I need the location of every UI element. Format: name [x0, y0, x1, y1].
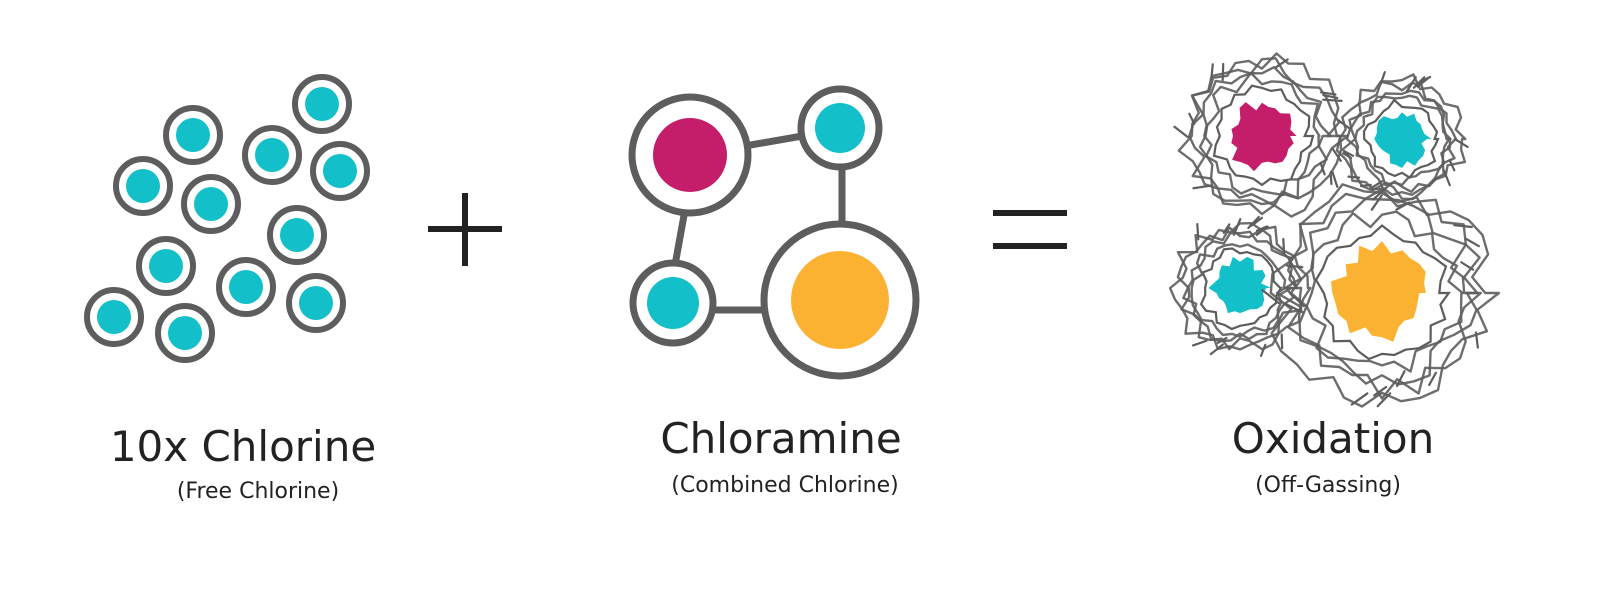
chloramine-magenta-atom	[628, 93, 752, 217]
chloramine-molecule	[628, 85, 920, 380]
magenta-splatter	[1173, 52, 1351, 218]
chlorine-atom	[155, 303, 215, 363]
oxidation-title: Oxidation	[1231, 414, 1435, 463]
plus-sign	[428, 193, 502, 266]
equals-sign	[993, 210, 1067, 249]
chlorine-atom	[216, 257, 276, 317]
chlorine-atom	[163, 105, 223, 165]
oxidation-splatters	[1168, 52, 1501, 408]
chloramine-title: Chloramine	[660, 414, 902, 463]
chlorine-atom	[84, 287, 144, 347]
chlorine-atom	[310, 141, 370, 201]
chloramine-subtitle: (Combined Chlorine)	[671, 473, 899, 498]
chlorine-atom	[286, 273, 346, 333]
chlorine-atom	[242, 125, 302, 185]
chlorine-atom	[267, 205, 327, 265]
chloramine-cyan-atom-bottom	[629, 259, 717, 347]
chlorine-atom	[181, 174, 241, 234]
oxidation-subtitle: (Off-Gassing)	[1255, 473, 1401, 498]
chloramine-cyan-atom-top	[797, 85, 883, 171]
chlorine-atom	[292, 74, 352, 134]
yellow-splatter	[1261, 183, 1501, 408]
free-chlorine-subtitle: (Free Chlorine)	[176, 479, 340, 504]
free-chlorine-title: 10x Chlorine	[109, 422, 377, 471]
cyan-splatter-top	[1335, 71, 1469, 201]
chlorine-atom	[113, 156, 173, 216]
chlorine-atom	[136, 236, 196, 296]
chloramine-yellow-atom	[760, 220, 920, 380]
free-chlorine-molecules	[84, 74, 370, 363]
